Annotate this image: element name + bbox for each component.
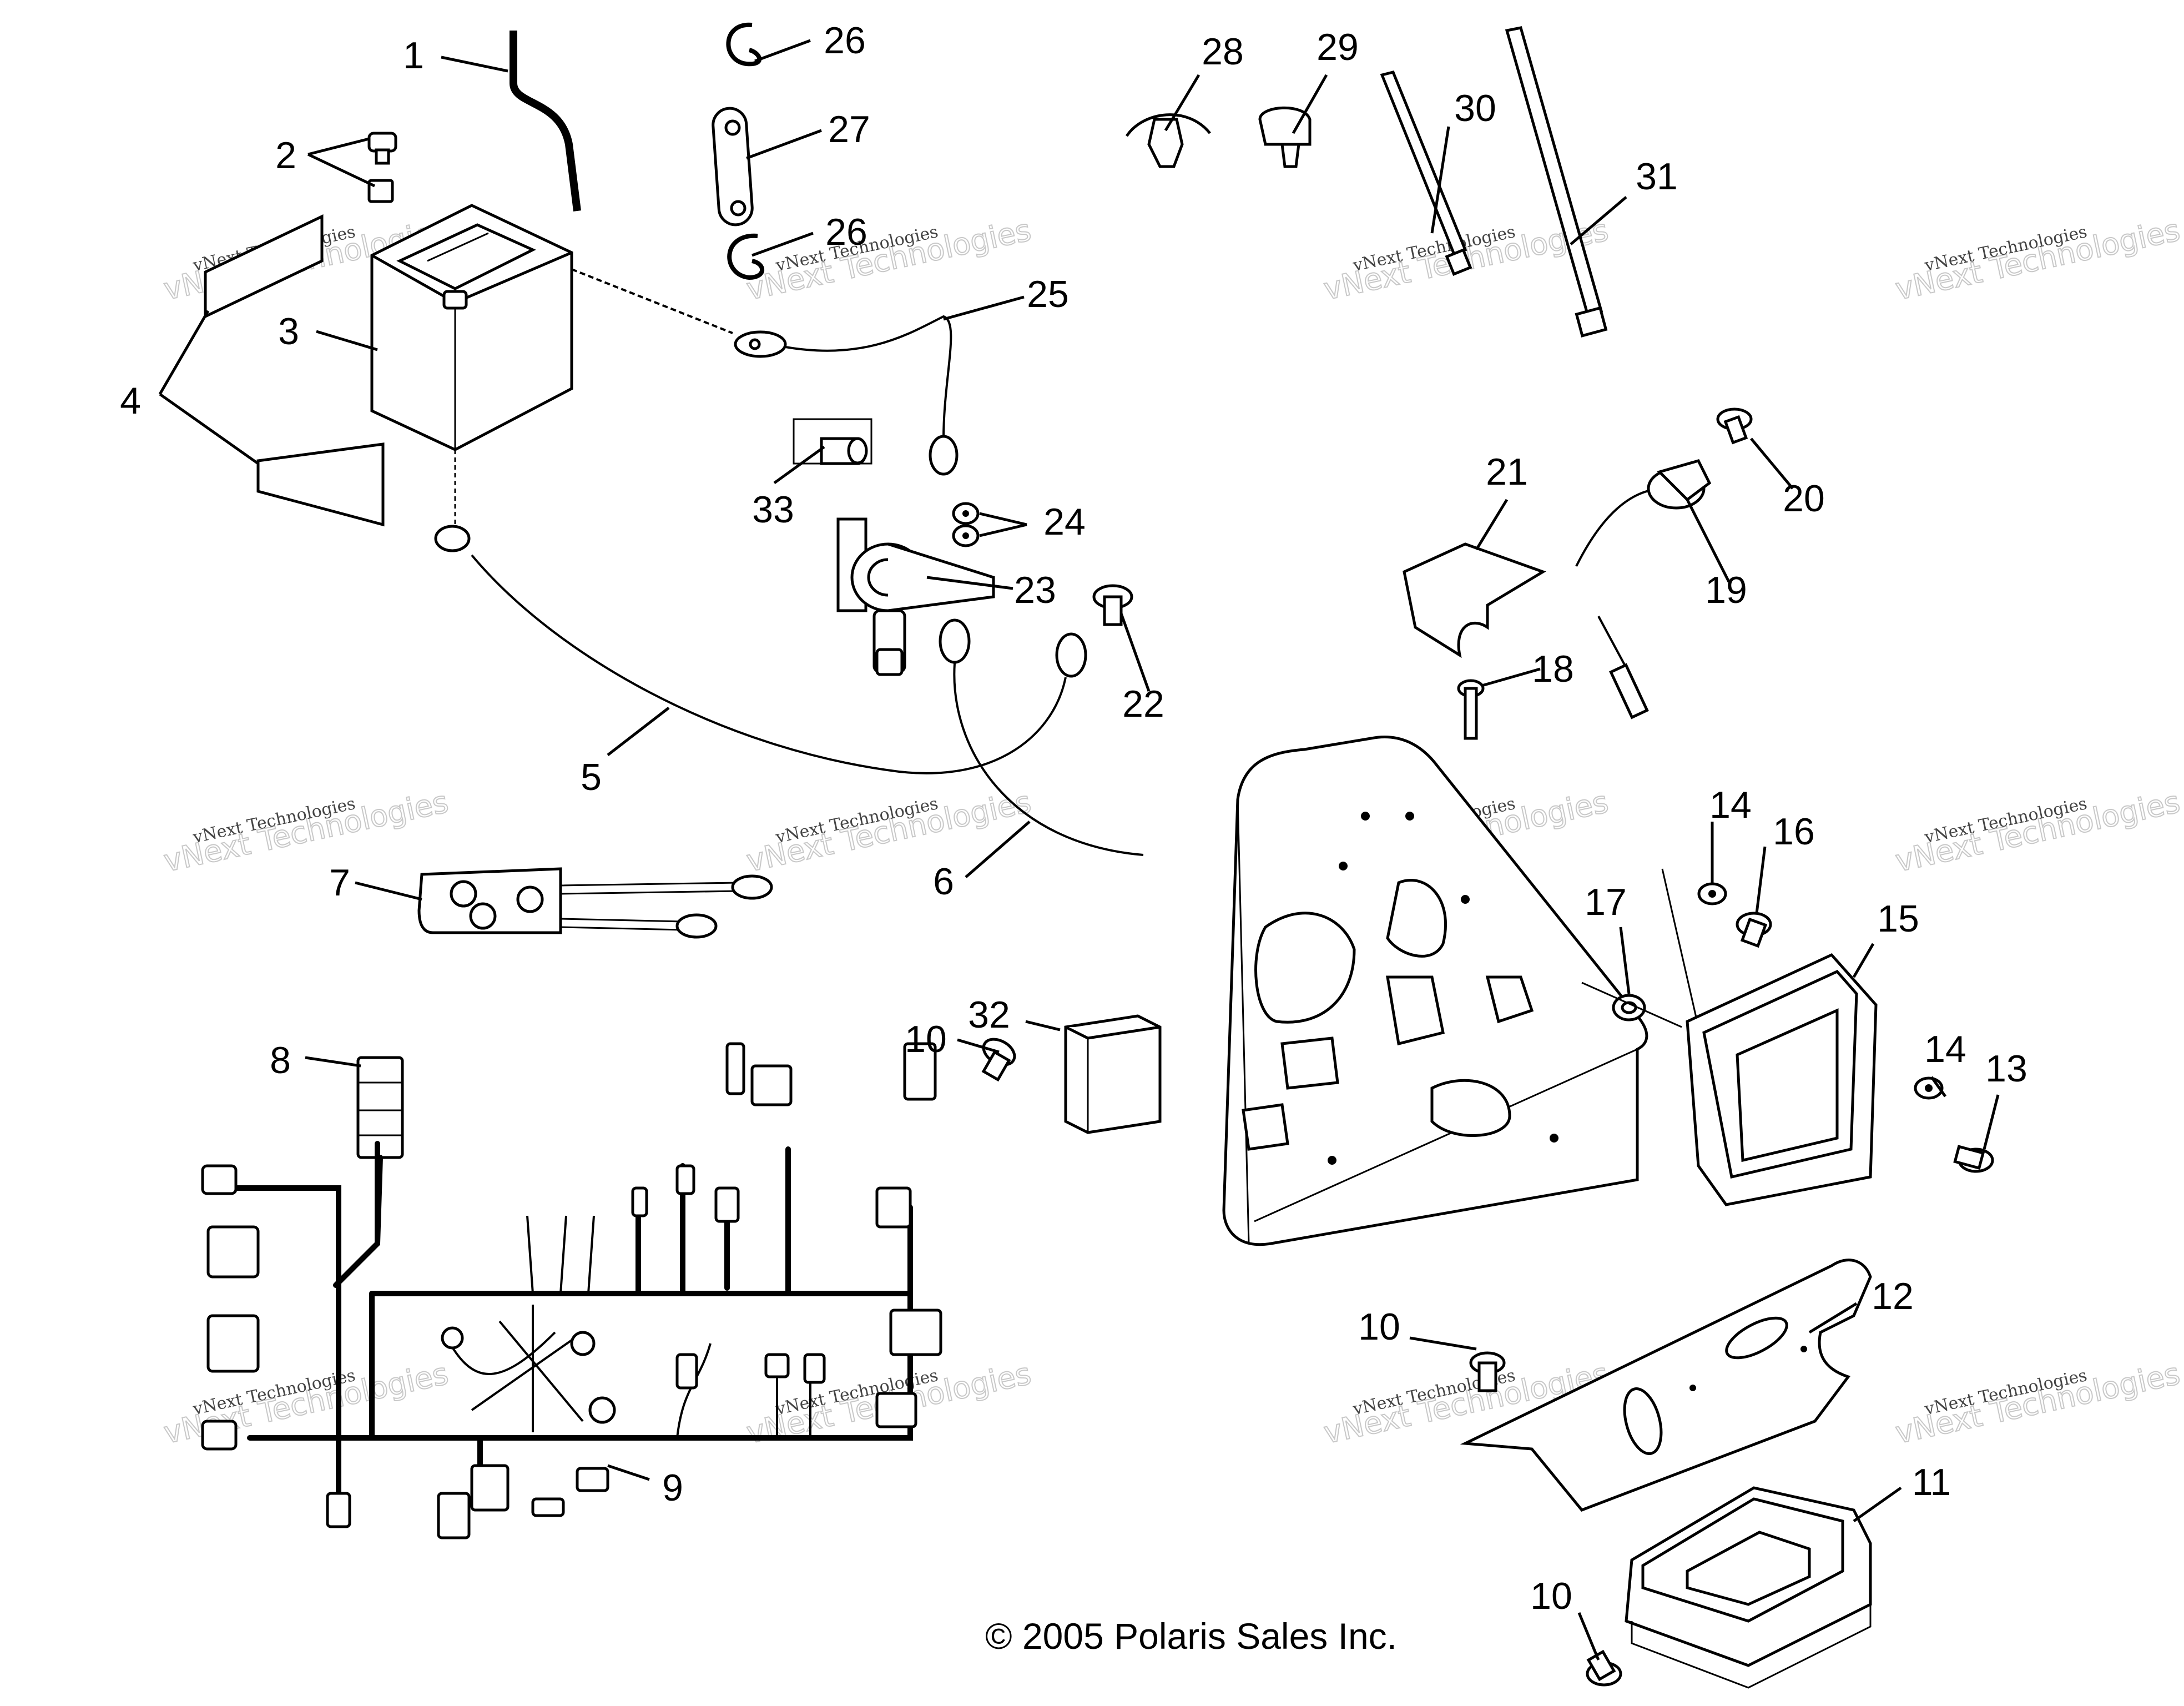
cable-strap	[712, 107, 754, 227]
watermark: vNext Technologies vNext Technologies	[743, 212, 1035, 308]
callout-15: 15	[1877, 898, 1919, 940]
callout-26-lower: 26	[825, 211, 867, 253]
watermark: vNext Technologies vNext Technologies	[743, 784, 1035, 879]
cable-clip-upper	[726, 22, 762, 67]
callout-2: 2	[275, 134, 296, 177]
callout-1: 1	[403, 34, 424, 77]
callout-5: 5	[581, 756, 602, 798]
sensor-bolt	[1716, 407, 1753, 445]
washer-upper	[1697, 882, 1727, 905]
starter-solenoid	[836, 517, 995, 676]
push-rivet	[1125, 113, 1211, 168]
cable-tie-short	[1380, 71, 1472, 276]
electrical-frame-panel	[1222, 735, 1648, 1246]
callout-22: 22	[1122, 683, 1164, 725]
watermark: vNext Technologies vNext Technologies	[1892, 212, 2184, 308]
callout-23: 23	[1014, 569, 1056, 611]
vent-tube	[510, 31, 581, 212]
callout-27: 27	[828, 108, 870, 150]
callout-10-lower: 10	[1530, 1575, 1572, 1617]
bolt-upper	[981, 1038, 1016, 1082]
callout-17: 17	[1585, 881, 1627, 923]
leader-lines	[158, 39, 2000, 1660]
callout-7: 7	[329, 862, 350, 904]
callout-24: 24	[1043, 501, 1086, 543]
callout-31: 31	[1636, 155, 1678, 198]
callout-9: 9	[662, 1467, 683, 1509]
sensor	[1575, 459, 1712, 719]
battery-pads	[204, 214, 385, 527]
battery-terminal-bolts	[367, 132, 397, 203]
bolt-middle	[1469, 1351, 1506, 1392]
callout-14-lower: 14	[1924, 1028, 1966, 1070]
callout-12: 12	[1872, 1275, 1914, 1317]
callout-19: 19	[1705, 569, 1747, 611]
cable-tie-long	[1505, 26, 1608, 338]
control-module	[1581, 868, 1878, 1206]
callout-10-upper: 10	[905, 1018, 947, 1060]
starter-cable	[939, 618, 1144, 856]
positive-cable	[571, 268, 959, 476]
battery	[370, 204, 573, 451]
callout-29: 29	[1317, 26, 1359, 68]
watermark: vNext Technologies vNext Technologies	[160, 784, 452, 879]
solenoid-bolt	[793, 418, 872, 465]
bolt-lower	[1586, 1649, 1622, 1687]
callout-10-middle: 10	[1358, 1306, 1400, 1348]
callout-labels: 1 2 3 4 5 6 7 8 9 10 10 10 11 12 13 14 1…	[120, 19, 2027, 1617]
p-clip	[1258, 106, 1312, 168]
callout-11: 11	[1912, 1461, 1951, 1503]
bolt-13	[1953, 1145, 1994, 1173]
base-plate	[1460, 1259, 1872, 1512]
callout-26-upper: 26	[824, 19, 866, 62]
resistor	[417, 867, 773, 939]
grommet	[1612, 994, 1646, 1021]
terminal-nuts	[952, 502, 980, 547]
relay	[1064, 1014, 1162, 1134]
watermark: vNext Technologies vNext Technologies	[1892, 1356, 2184, 1451]
callout-16: 16	[1773, 811, 1815, 853]
callout-32: 32	[968, 994, 1010, 1036]
callout-30: 30	[1454, 87, 1496, 129]
callout-6: 6	[933, 860, 954, 903]
copyright-text: © 2005 Polaris Sales Inc.	[985, 1616, 1397, 1657]
callout-13: 13	[1985, 1048, 2027, 1090]
solenoid-mount-bolt	[1092, 584, 1133, 626]
callout-33: 33	[752, 489, 794, 531]
mounting-bracket	[1403, 542, 1546, 658]
callout-20: 20	[1783, 477, 1825, 520]
wiring-harness	[201, 1042, 942, 1539]
bolt-16	[1736, 912, 1772, 948]
watermark: vNext Technologies vNext Technologies	[1892, 784, 2184, 879]
callout-8: 8	[270, 1039, 291, 1081]
callout-3: 3	[278, 310, 299, 353]
callout-14-upper: 14	[1709, 784, 1752, 826]
callout-18: 18	[1532, 648, 1574, 690]
rivet	[1457, 679, 1485, 740]
callout-28: 28	[1202, 31, 1244, 73]
ecu-box	[1625, 1486, 1872, 1689]
callout-21: 21	[1486, 451, 1528, 493]
cable-clip-lower	[727, 233, 765, 280]
callout-25: 25	[1027, 273, 1069, 315]
negative-cable	[434, 450, 1087, 774]
callout-4: 4	[120, 380, 141, 422]
